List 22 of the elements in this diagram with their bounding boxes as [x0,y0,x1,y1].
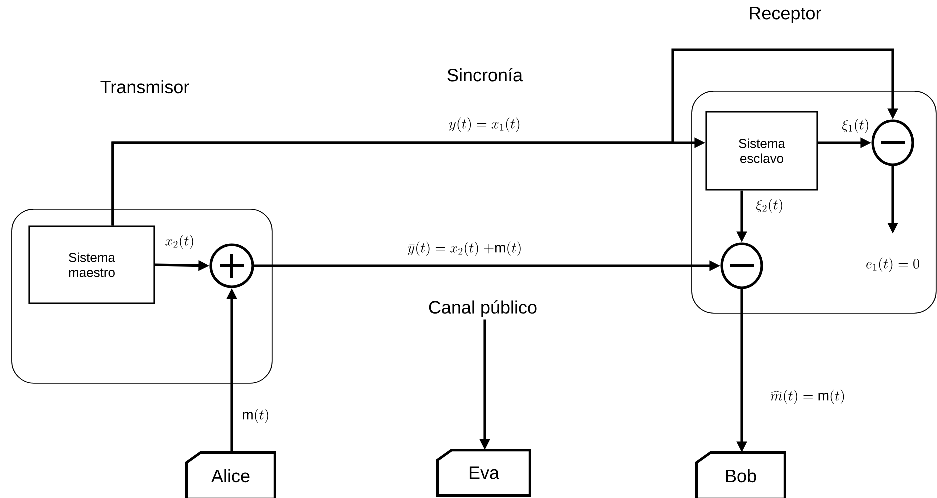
edge-label: $x_2(t)$ [164,234,196,250]
arrow [112,48,898,226]
section-label: Sincronía [448,68,524,82]
party-card: Alice [186,452,276,498]
block-frame [12,208,273,384]
node-label: Receptor [750,7,822,24]
channel-label: Canal público [429,300,537,318]
output-label: $e_1(t) = 0$ [866,258,920,272]
party-card: Eva [436,449,532,497]
party-card: Bob [696,452,786,498]
edge-label: $\widehat{m}(t) = \mathrm{m}(t)$ [769,388,847,406]
edge-label: $\xi_1(t)$ [841,118,871,134]
process-box: Sistema maestro [28,226,156,304]
summing-junction [872,120,914,166]
edge-label: $\mathrm{m}(t)$ [241,408,271,424]
edge-label: $y(t) = x_1(t)$ [448,116,522,134]
summing-junction [720,242,764,290]
section-label: Transmisor [100,80,190,94]
edge-label: $\bar{y}(t) = x_2(t)\ {+}\mathrm{m}(t)$ [406,240,524,258]
edge-label: $\xi_2(t)$ [755,198,785,214]
process-box: Sistema esclavo [706,111,818,191]
summing-junction [210,244,254,288]
